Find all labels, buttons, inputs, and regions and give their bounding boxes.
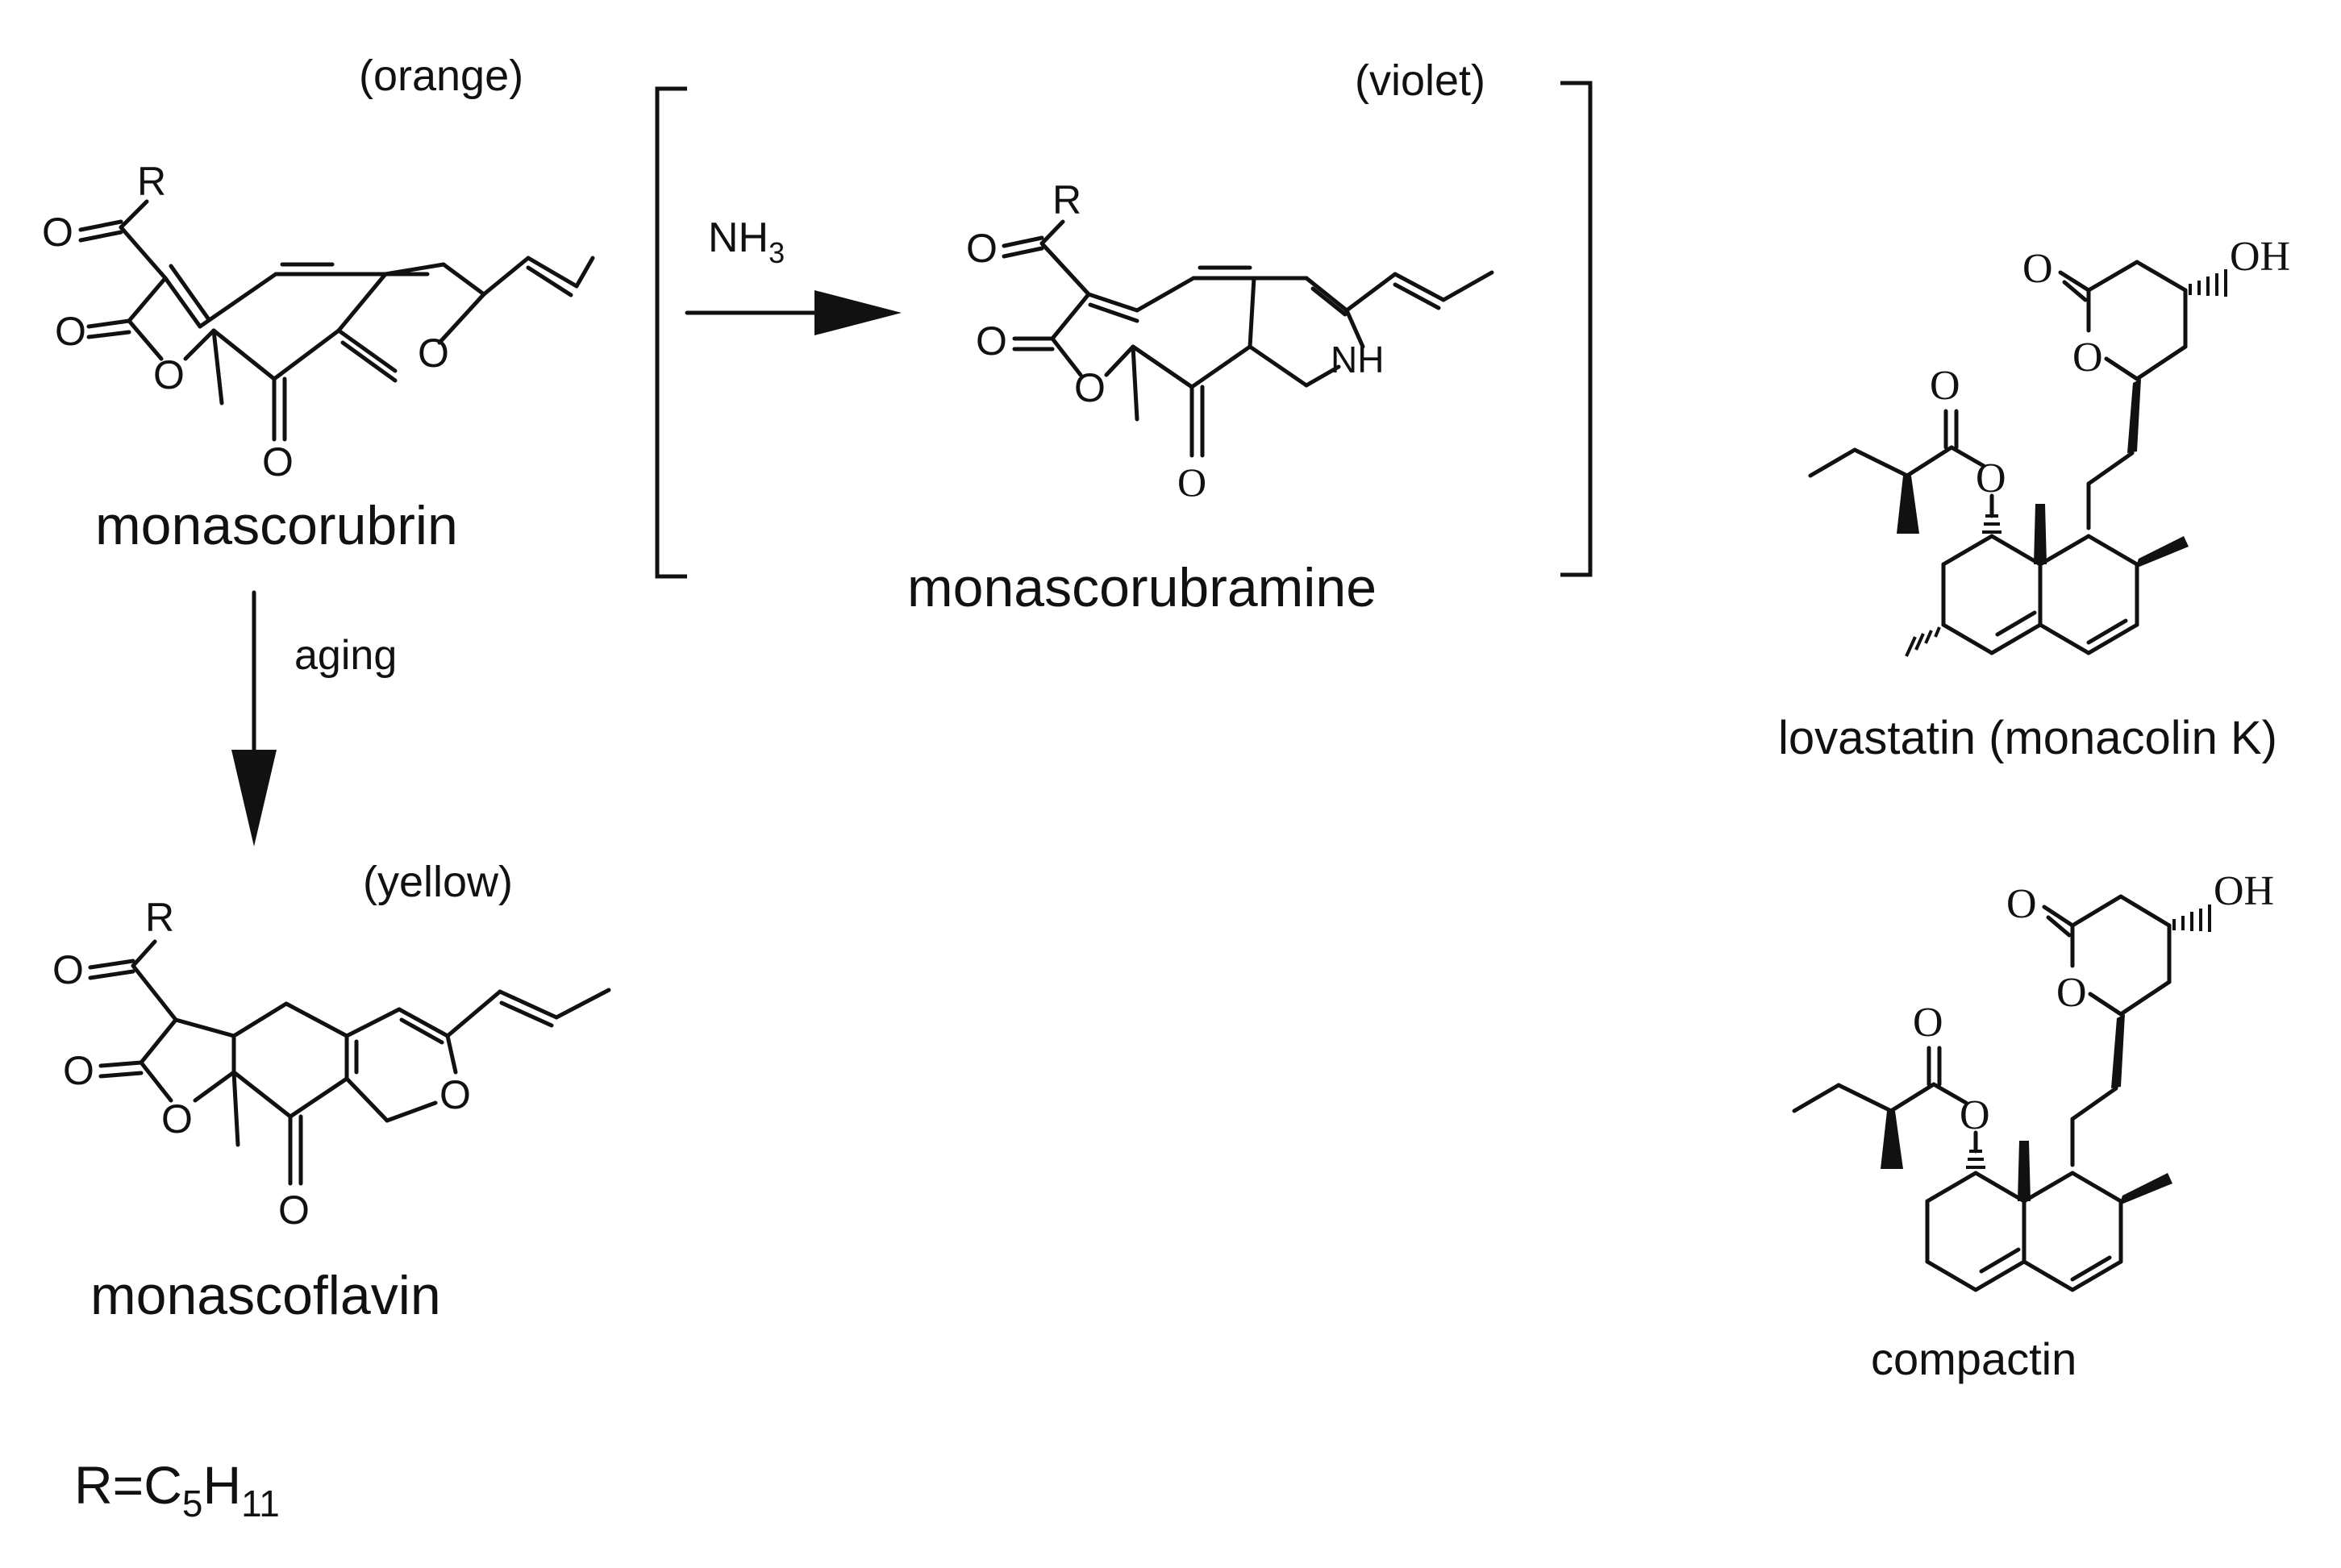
amine-label: NH bbox=[1331, 339, 1384, 381]
ester-methyl-wedge bbox=[1881, 1111, 1903, 1169]
lactone-carbonyl-oxygen-label: O bbox=[976, 318, 1007, 364]
lactone-wedge-bond bbox=[2127, 379, 2141, 453]
compactin-bonds bbox=[1792, 894, 2211, 1292]
hydroxyl-label: OH bbox=[2230, 234, 2290, 280]
ketone-oxygen-label: O bbox=[52, 947, 84, 992]
lactone-carbonyl-oxygen-label: O bbox=[2006, 881, 2037, 927]
lactone-wedge-bond bbox=[2111, 1014, 2125, 1088]
monascorubrin-bonds bbox=[78, 199, 595, 442]
r-group-definition: R=C5H11 bbox=[74, 1455, 280, 1524]
angular-methyl-wedge bbox=[2034, 504, 2047, 564]
monascorubramine-name: monascorubramine bbox=[907, 557, 1377, 618]
ring-methyl-wedge bbox=[2119, 1173, 2172, 1205]
violet-color-label: (violet) bbox=[1355, 56, 1485, 105]
monascorubrin-structure: (orange) R O O O O O bbox=[42, 52, 595, 556]
ester-hash-bond bbox=[1982, 514, 2002, 534]
ester-carbonyl-oxygen-label: O bbox=[1930, 363, 1960, 409]
ring-methyl-wedge bbox=[2135, 536, 2189, 568]
lactone-carbonyl-oxygen-label: O bbox=[63, 1048, 94, 1093]
bottom-carbonyl-oxygen-label: O bbox=[278, 1187, 310, 1233]
ester-carbonyl-oxygen-label: O bbox=[1913, 1000, 1943, 1046]
compactin-name: compactin bbox=[1871, 1333, 2076, 1384]
r-group-label: R bbox=[1052, 177, 1081, 223]
lactone-carbonyl-oxygen-label: O bbox=[55, 309, 86, 354]
monascorubramine-bonds bbox=[1002, 219, 1494, 458]
right-bracket bbox=[1560, 81, 1593, 577]
lovastatin-name: lovastatin (monacolin K) bbox=[1778, 712, 2277, 764]
r-group-label: R bbox=[145, 895, 174, 940]
r-group-label: R bbox=[137, 159, 166, 204]
monascoflavin-name: monascoflavin bbox=[90, 1265, 441, 1326]
ammonia-reaction-arrow: NH3 bbox=[685, 214, 902, 335]
monascoflavin-bonds bbox=[88, 939, 611, 1186]
furan-oxygen-label: O bbox=[153, 352, 185, 397]
ester-hash-bond bbox=[1966, 1150, 1985, 1169]
ketone-oxygen-label: O bbox=[42, 210, 73, 255]
intermediate-brackets bbox=[655, 81, 1593, 579]
lactone-ring-oxygen-label: O bbox=[2072, 335, 2103, 381]
lovastatin-bonds bbox=[1808, 260, 2227, 657]
ammonia-reagent-label: NH3 bbox=[708, 214, 785, 269]
left-bracket bbox=[655, 86, 687, 579]
bottom-carbonyl-oxygen-label: O bbox=[1177, 460, 1206, 505]
angular-methyl-wedge bbox=[2018, 1141, 2031, 1201]
hydroxyl-hash-bond bbox=[2172, 905, 2211, 932]
hydroxyl-label: OH bbox=[2214, 868, 2274, 914]
ketone-oxygen-label: O bbox=[966, 226, 998, 271]
ammonia-arrow-head bbox=[814, 290, 902, 335]
bottom-carbonyl-oxygen-label: O bbox=[262, 439, 294, 485]
ring-hash-bond bbox=[1905, 626, 1941, 657]
furan-oxygen-label: O bbox=[161, 1096, 193, 1142]
yellow-color-label: (yellow) bbox=[363, 858, 513, 906]
monascoflavin-structure: (yellow) R O O O O O bbox=[52, 858, 611, 1326]
hydroxyl-hash-bond bbox=[2189, 269, 2227, 297]
lactone-carbonyl-oxygen-label: O bbox=[2022, 246, 2053, 292]
monascorubramine-structure: (violet) R O O O NH O bbox=[907, 56, 1494, 618]
lactone-ring-oxygen-label: O bbox=[2056, 970, 2087, 1016]
monascorubrin-name: monascorubrin bbox=[95, 495, 458, 556]
aging-label: aging bbox=[294, 632, 397, 679]
aging-reaction-arrow: aging bbox=[231, 590, 397, 846]
aging-arrow-head bbox=[231, 750, 277, 846]
ester-methyl-wedge bbox=[1897, 476, 1919, 534]
lovastatin-structure: O O OH O O bbox=[1778, 234, 2290, 764]
compactin-structure: O O OH O O bbox=[1792, 868, 2274, 1384]
pyran-oxygen-label: O bbox=[439, 1072, 471, 1117]
orange-color-label: (orange) bbox=[359, 52, 523, 100]
